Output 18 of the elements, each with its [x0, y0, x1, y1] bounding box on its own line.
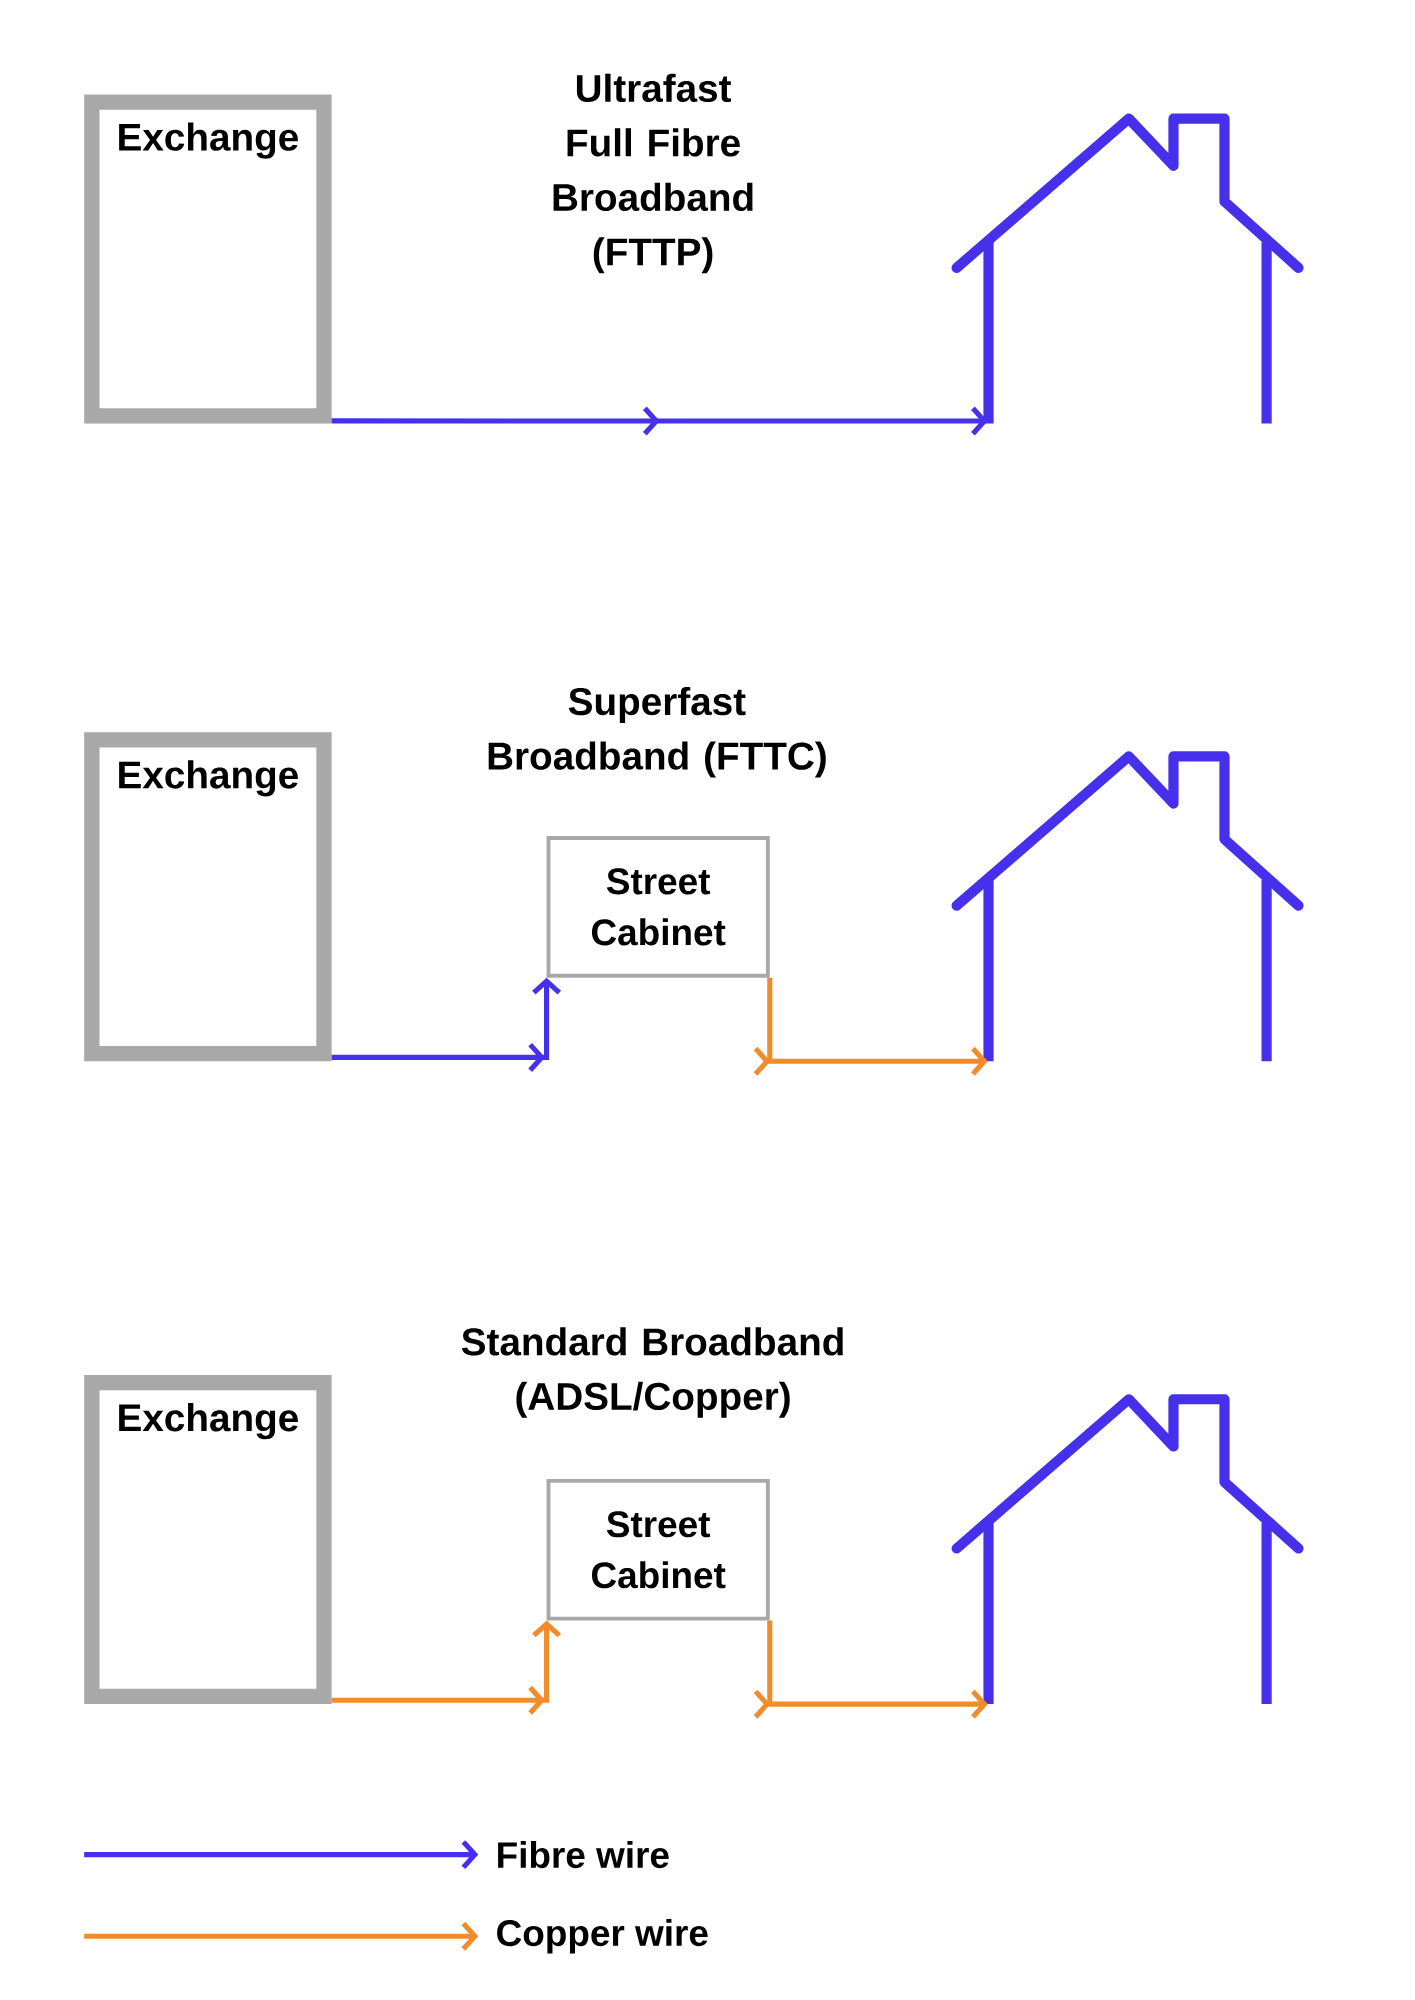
house-outline: [951, 1394, 1304, 1705]
section-title: Ultrafast Full Fibre Broadband (FTTP): [553, 73, 753, 274]
wire-arrow: [331, 1620, 562, 1715]
exchange-box: Exchange: [84, 94, 332, 424]
wire-arrow: [753, 977, 989, 1076]
wire-arrow: [331, 977, 562, 1072]
exchange-box: Exchange: [84, 732, 332, 1062]
exchange-box: Exchange: [84, 1375, 332, 1705]
legend-label: Copper wire: [497, 1919, 708, 1954]
house-outline: [951, 751, 1304, 1062]
cabinet-box: Street Cabinet: [546, 1478, 770, 1621]
cabinet-box: Street Cabinet: [546, 836, 770, 978]
wire-arrow: [331, 406, 989, 436]
wire-arrow: [753, 1620, 989, 1719]
house-outline: [951, 113, 1304, 424]
section-title: Superfast Broadband (FTTC): [488, 686, 826, 778]
section-title: Standard Broadband (ADSL/Copper): [462, 1327, 844, 1418]
legend-label: Fibre wire: [498, 1841, 669, 1869]
